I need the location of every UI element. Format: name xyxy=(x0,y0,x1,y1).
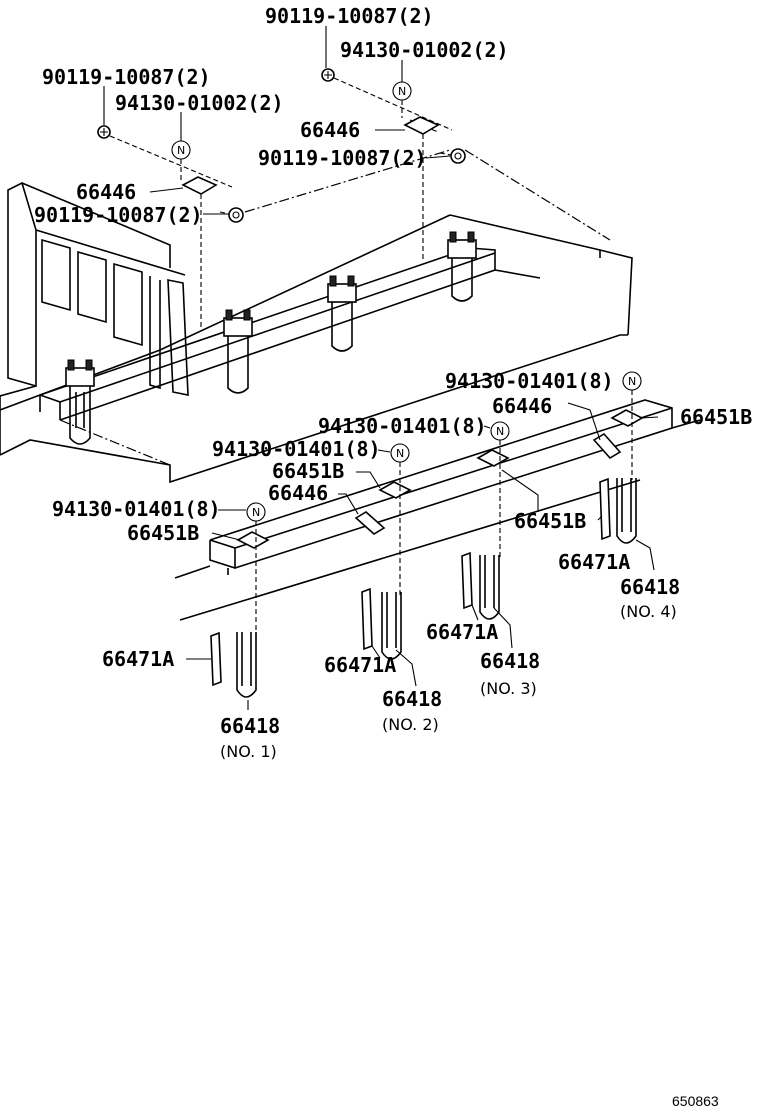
label-top-washer-right: 94130-01002(2) xyxy=(340,38,509,62)
label-nut-right: 90119-10087(2) xyxy=(258,146,427,170)
frame-rail xyxy=(174,399,701,621)
lower-n-washers: N N N N xyxy=(246,371,642,522)
upper-fastener-assemblies xyxy=(97,68,466,330)
label-bottom-nut-1: 94130-01401(8) xyxy=(52,497,221,521)
svg-text:N: N xyxy=(496,425,504,438)
part-number-labels: 90119-10087(2) 94130-01002(2) 90119-1008… xyxy=(34,4,752,1109)
n-mark-icon: N xyxy=(246,502,266,522)
figure-reference-number: 650863 xyxy=(672,1093,719,1109)
label-bottom-nut-3: 94130-01401(8) xyxy=(318,414,487,438)
n-mark-icon: N xyxy=(622,371,642,391)
label-pad-1: 66471A xyxy=(102,647,174,671)
label-pad-3: 66471A xyxy=(426,620,498,644)
assembly-guide-lines xyxy=(255,390,633,640)
svg-text:N: N xyxy=(177,144,185,157)
label-plate-left: 66446 xyxy=(76,180,136,204)
label-bracket-1: 66451B xyxy=(127,521,199,545)
label-plate-lower-right: 66446 xyxy=(492,394,552,418)
label-top-washer-left: 94130-01002(2) xyxy=(115,91,284,115)
label-pad-4: 66471A xyxy=(558,550,630,574)
label-ubolt-1-no: (NO. 1) xyxy=(220,742,277,761)
label-ubolt-3: 66418 xyxy=(480,649,540,673)
truck-bed-outline xyxy=(0,181,633,484)
label-nut-left: 90119-10087(2) xyxy=(34,203,203,227)
label-ubolt-2-no: (NO. 2) xyxy=(382,715,439,734)
svg-text:N: N xyxy=(252,506,260,519)
n-mark-icon: N xyxy=(171,140,191,160)
label-plate-right: 66446 xyxy=(300,118,360,142)
bolt-icon xyxy=(97,125,111,139)
leader-lines xyxy=(103,26,659,710)
label-ubolt-4-no: (NO. 4) xyxy=(620,602,677,621)
nut-icon xyxy=(228,207,244,223)
loose-pads-and-u-bolts xyxy=(210,477,637,698)
installed-u-bolts xyxy=(65,231,477,445)
n-mark-icon: N xyxy=(490,421,510,441)
svg-text:N: N xyxy=(398,85,406,98)
label-ubolt-1: 66418 xyxy=(220,714,280,738)
label-pad-2: 66471A xyxy=(324,653,396,677)
label-top-bolt-left: 90119-10087(2) xyxy=(42,65,211,89)
label-ubolt-3-no: (NO. 3) xyxy=(480,679,537,698)
label-ubolt-4: 66418 xyxy=(620,575,680,599)
label-bracket-3: 66451B xyxy=(514,509,586,533)
label-bottom-nut-4: 94130-01401(8) xyxy=(445,369,614,393)
n-mark-icon: N xyxy=(392,81,412,101)
label-bracket-4: 66451B xyxy=(680,405,752,429)
label-bracket-2: 66451B xyxy=(272,459,344,483)
label-top-bolt-right: 90119-10087(2) xyxy=(265,4,434,28)
label-bottom-nut-2: 94130-01401(8) xyxy=(212,437,381,461)
label-plate-lower-left: 66446 xyxy=(268,481,328,505)
nut-icon xyxy=(450,148,466,164)
n-mark-icon: N xyxy=(390,443,410,463)
svg-text:N: N xyxy=(628,375,636,388)
bolt-icon xyxy=(321,68,335,82)
label-ubolt-2: 66418 xyxy=(382,687,442,711)
svg-text:N: N xyxy=(396,447,404,460)
